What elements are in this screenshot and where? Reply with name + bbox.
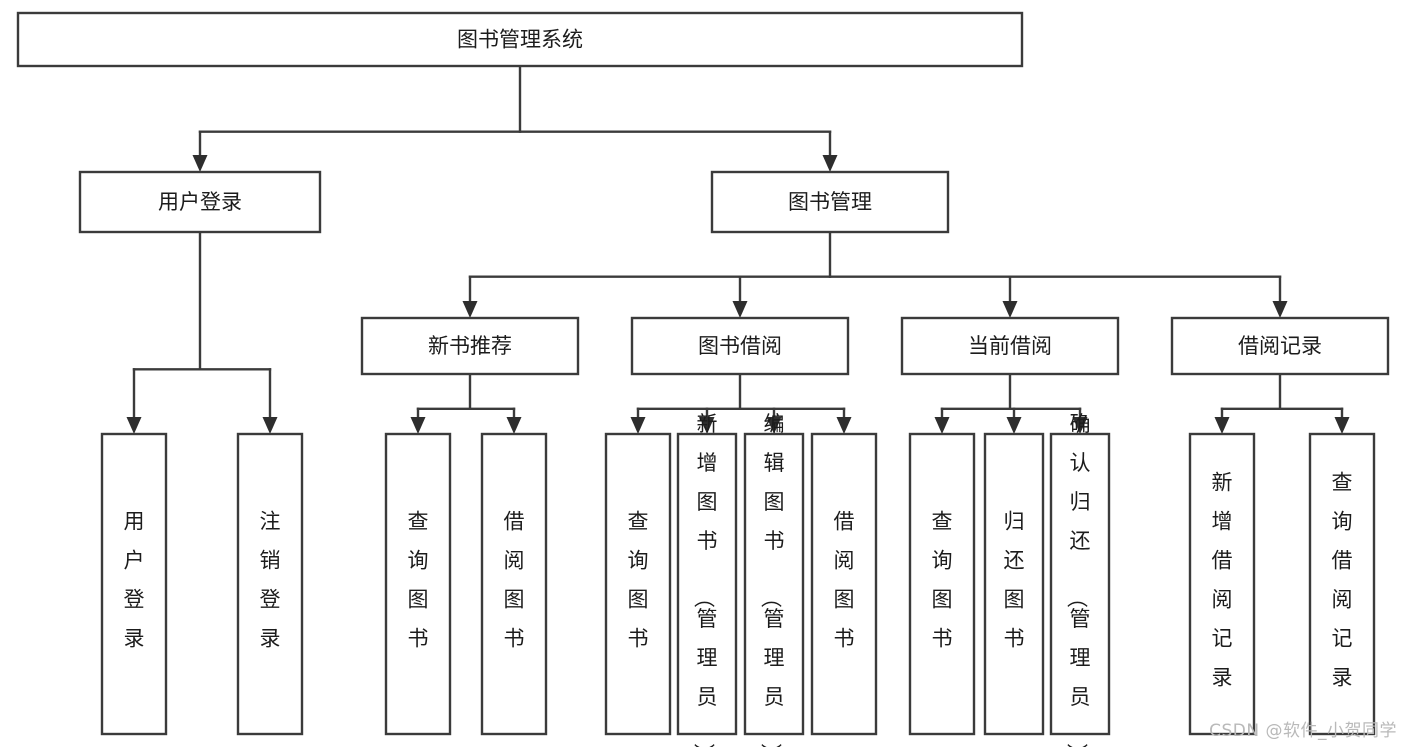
node-leaf-query-book-1[interactable]: 查询图书 — [384, 432, 452, 736]
arrow-head — [1214, 417, 1230, 434]
node-borrow-record[interactable]: 借阅记录 — [1170, 316, 1390, 376]
node-label: 借阅记录 — [1238, 334, 1322, 358]
csdn-watermark: CSDN @软件_小贺同学 — [1209, 721, 1397, 741]
node-label: 查询图书 — [628, 510, 649, 651]
node-box[interactable] — [900, 316, 1120, 376]
node-leaf-query-record[interactable]: 查询借阅记录 — [1308, 432, 1376, 736]
arrow-head — [410, 417, 426, 434]
node-leaf-confirm-return[interactable]: 确认归还（管理员） — [1049, 412, 1111, 747]
node-label: 新书推荐 — [428, 334, 512, 358]
node-label: 确认归还（管理员） — [1065, 412, 1091, 747]
arrow-head — [1334, 417, 1350, 434]
node-leaf-borrow-book-1[interactable]: 借阅图书 — [480, 432, 548, 736]
arrow-head — [1006, 417, 1022, 434]
node-label: 编辑图书（管理员） — [759, 412, 785, 747]
node-current-borrow[interactable]: 当前借阅 — [900, 316, 1120, 376]
node-box[interactable] — [1170, 316, 1390, 376]
node-book-manage[interactable]: 图书管理 — [710, 170, 950, 234]
node-label: 归还图书 — [1004, 510, 1025, 651]
node-new-book-rec[interactable]: 新书推荐 — [360, 316, 580, 376]
node-box[interactable] — [16, 11, 1024, 68]
arrow-head — [822, 155, 838, 172]
arrow-head — [1072, 417, 1088, 434]
arrow-head — [732, 301, 748, 318]
node-label: 查询借阅记录 — [1332, 471, 1353, 690]
arrow-head — [506, 417, 522, 434]
arrow-head — [192, 155, 208, 172]
node-leaf-user-logout[interactable]: 注销登录 — [236, 432, 304, 736]
node-leaf-add-book[interactable]: 新增图书（管理员） — [676, 412, 738, 747]
node-box[interactable] — [236, 432, 304, 736]
arrow-head — [126, 417, 142, 434]
node-box[interactable] — [1049, 432, 1111, 736]
node-label: 注销登录 — [260, 510, 281, 651]
arrow-head — [699, 417, 715, 434]
node-book-borrow[interactable]: 图书借阅 — [630, 316, 850, 376]
arrow-head — [836, 417, 852, 434]
node-box[interactable] — [908, 432, 976, 736]
node-label: 图书管理系统 — [457, 28, 583, 52]
node-leaf-return-book[interactable]: 归还图书 — [983, 432, 1045, 736]
node-box[interactable] — [676, 432, 738, 736]
node-leaf-borrow-book-2[interactable]: 借阅图书 — [810, 432, 878, 736]
node-layer: 图书管理系统用户登录图书管理新书推荐图书借阅当前借阅借阅记录用户登录注销登录查询… — [16, 11, 1390, 747]
node-leaf-edit-book[interactable]: 编辑图书（管理员） — [743, 412, 805, 747]
node-box[interactable] — [384, 432, 452, 736]
node-label: 新增借阅记录 — [1212, 471, 1233, 690]
node-label: 查询图书 — [932, 510, 953, 651]
node-leaf-user-login[interactable]: 用户登录 — [100, 432, 168, 736]
node-label: 用户登录 — [158, 190, 242, 214]
arrow-head — [766, 417, 782, 434]
node-box[interactable] — [1188, 432, 1256, 736]
node-box[interactable] — [710, 170, 950, 234]
node-label: 借阅图书 — [834, 510, 855, 651]
node-label: 借阅图书 — [504, 510, 525, 651]
node-label: 新增图书（管理员） — [692, 412, 718, 747]
arrow-head — [262, 417, 278, 434]
node-label: 当前借阅 — [968, 334, 1052, 358]
arrow-head — [630, 417, 646, 434]
node-leaf-query-book-2[interactable]: 查询图书 — [604, 432, 672, 736]
node-leaf-query-book-3[interactable]: 查询图书 — [908, 432, 976, 736]
arrow-head — [462, 301, 478, 318]
node-box[interactable] — [78, 170, 322, 234]
node-user-login[interactable]: 用户登录 — [78, 170, 322, 234]
arrow-head — [1272, 301, 1288, 318]
node-leaf-add-record[interactable]: 新增借阅记录 — [1188, 432, 1256, 736]
node-box[interactable] — [630, 316, 850, 376]
node-box[interactable] — [983, 432, 1045, 736]
node-box[interactable] — [810, 432, 878, 736]
arrow-head — [934, 417, 950, 434]
arrow-head — [1002, 301, 1018, 318]
node-box[interactable] — [360, 316, 580, 376]
node-root[interactable]: 图书管理系统 — [16, 11, 1024, 68]
node-box[interactable] — [100, 432, 168, 736]
node-box[interactable] — [480, 432, 548, 736]
node-label: 查询图书 — [408, 510, 429, 651]
node-box[interactable] — [604, 432, 672, 736]
node-label: 图书借阅 — [698, 334, 782, 358]
node-box[interactable] — [743, 432, 805, 736]
node-box[interactable] — [1308, 432, 1376, 736]
node-label: 用户登录 — [124, 510, 145, 651]
connector-layer — [126, 64, 1350, 434]
node-label: 图书管理 — [788, 190, 872, 214]
